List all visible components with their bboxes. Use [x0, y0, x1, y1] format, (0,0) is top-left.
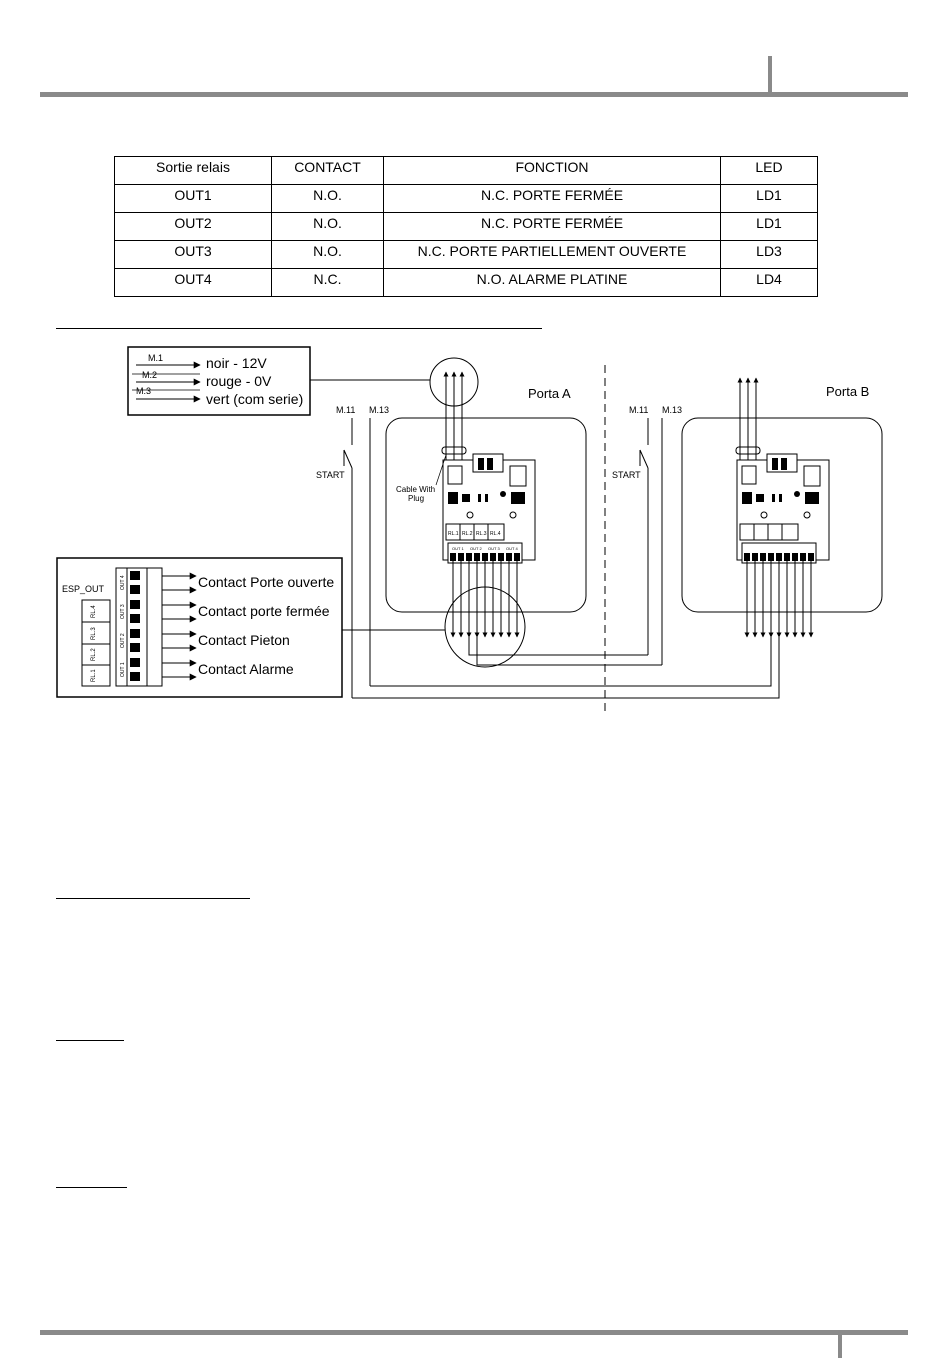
relay-label: RL.1 — [91, 669, 97, 682]
door-b-label: Porta B — [826, 384, 869, 399]
esp-out-title: ESP_OUT — [62, 584, 105, 594]
terminal-label: M.1 — [148, 353, 163, 363]
table-cell: N.C. PORTE FERMÉE — [383, 212, 721, 241]
out-label: OUT 2 — [120, 633, 126, 648]
relay-label: RL.4 — [91, 605, 97, 618]
terminal-label: M.11 — [629, 405, 648, 415]
relay-label: RL.3 — [91, 627, 97, 640]
wire-label: noir - 12V — [206, 355, 267, 371]
relay-label: RL.3 — [476, 531, 487, 537]
relay-label: RL.2 — [91, 648, 97, 661]
cable-label: Plug — [408, 494, 424, 503]
footer-rule — [40, 1330, 908, 1335]
terminal-label: M.3 — [136, 386, 151, 396]
start-label: START — [316, 470, 345, 480]
wire-label: rouge - 0V — [206, 373, 272, 389]
table-row: OUT1 N.O. N.C. PORTE FERMÉE LD1 — [114, 184, 818, 213]
terminal-label: M.2 — [142, 370, 157, 380]
table-cell: LD4 — [720, 268, 818, 297]
wiring-diagram: M.1 M.2 M.3 noir - 12V rouge - 0V vert (… — [56, 346, 883, 715]
out-label: OUT 3 — [120, 604, 126, 619]
contact-label: Contact Alarme — [198, 661, 294, 677]
table-row: OUT2 N.O. N.C. PORTE FERMÉE LD1 — [114, 212, 818, 241]
table-cell: N.O. — [271, 240, 384, 269]
table-cell: N.O. ALARME PLATINE — [383, 268, 721, 297]
relay-output-table: Sortie relais CONTACT FONCTION LED OUT1 … — [114, 156, 818, 297]
table-header-cell: LED — [720, 156, 818, 185]
terminal-label: M.11 — [336, 405, 355, 415]
section-underline — [56, 1187, 127, 1188]
relay-label: RL.2 — [462, 531, 473, 537]
out-label: OUT 3 — [488, 546, 500, 551]
out-label: OUT 1 — [452, 546, 464, 551]
relay-label: RL.4 — [490, 531, 501, 537]
table-header-row: Sortie relais CONTACT FONCTION LED — [114, 156, 818, 185]
esp-out-box: ESP_OUT RL.4 RL.3 RL.2 RL.1 OUT 4 OUT 3 … — [56, 557, 343, 698]
table-cell: LD1 — [720, 212, 818, 241]
relay-label: RL.1 — [448, 531, 459, 537]
section-underline — [56, 898, 250, 899]
out-label: OUT 1 — [120, 662, 126, 677]
header-rule — [40, 92, 908, 97]
table-header-cell: Sortie relais — [114, 156, 272, 185]
out-label: OUT 4 — [120, 575, 126, 590]
table-cell: N.C. PORTE PARTIELLEMENT OUVERTE — [383, 240, 721, 269]
output-connector-circle — [444, 586, 526, 668]
header-tick — [768, 56, 772, 94]
table-cell: OUT1 — [114, 184, 272, 213]
terminal-label: M.13 — [369, 405, 389, 415]
table-header-cell: FONCTION — [383, 156, 721, 185]
power-supply-box: M.1 M.2 M.3 noir - 12V rouge - 0V vert (… — [127, 346, 311, 416]
table-cell: N.O. — [271, 212, 384, 241]
table-cell: OUT4 — [114, 268, 272, 297]
door-b: Porta B M.11 M.13 START — [612, 377, 883, 665]
table-cell: N.C. — [271, 268, 384, 297]
footer-tick — [838, 1334, 842, 1358]
table-cell: OUT3 — [114, 240, 272, 269]
table-cell: LD3 — [720, 240, 818, 269]
table-header-cell: CONTACT — [271, 156, 384, 185]
contact-label: Contact Pieton — [198, 632, 290, 648]
terminal-label: M.13 — [662, 405, 682, 415]
cable-label: Cable With — [396, 485, 435, 494]
table-row: OUT4 N.C. N.O. ALARME PLATINE LD4 — [114, 268, 818, 297]
out-label: OUT 4 — [506, 546, 518, 551]
start-label: START — [612, 470, 641, 480]
out-label: OUT 2 — [470, 546, 482, 551]
section-underline — [56, 328, 542, 329]
section-underline — [56, 1040, 124, 1041]
table-row: OUT3 N.O. N.C. PORTE PARTIELLEMENT OUVER… — [114, 240, 818, 269]
door-a-label: Porta A — [528, 386, 571, 401]
interconnect-wires — [342, 629, 780, 699]
door-a: Porta A M.11 M.13 START Cable With Plug … — [316, 371, 587, 698]
table-cell: LD1 — [720, 184, 818, 213]
wire-label: vert (com serie) — [206, 391, 303, 407]
contact-label: Contact porte fermée — [198, 603, 330, 619]
table-cell: N.C. PORTE FERMÉE — [383, 184, 721, 213]
contact-label: Contact Porte ouverte — [198, 574, 334, 590]
table-cell: OUT2 — [114, 212, 272, 241]
